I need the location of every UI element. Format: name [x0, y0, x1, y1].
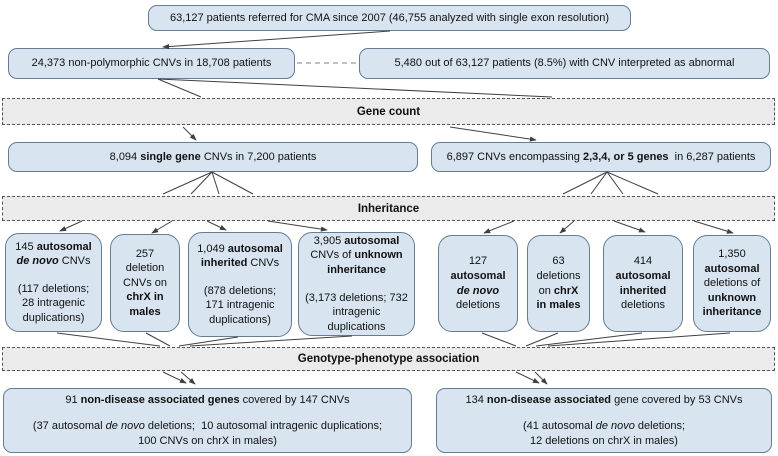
unknown-inheritance-deletions-box: 1,350 autosomal deletions of unknown inh… — [693, 235, 771, 332]
single-gene-text: 8,094 single gene CNVs in 7,200 patients — [109, 150, 317, 163]
box-sub-text: (878 deletions; 171 intragenic duplicati… — [203, 284, 280, 326]
box-main-text: 127 autosomal de novo deletions — [450, 255, 506, 312]
nondisease-genes-right-box: 134 non-disease associated gene covered … — [436, 388, 772, 453]
nondisease-genes-left-box: 91 non-disease associated genes covered … — [3, 388, 412, 453]
box-main-text: 414 autosomal inherited deletions — [615, 255, 674, 312]
chrx-deletion-cnvs-box: 257 deletion CNVs on chrX in males — [110, 234, 180, 332]
box-main-text: 91 non-disease associated genes covered … — [65, 393, 350, 406]
unknown-inheritance-cnvs-box: 3,905 autosomal CNVs of unknown inherita… — [298, 232, 415, 336]
single-gene-box: 8,094 single gene CNVs in 7,200 patients — [8, 142, 418, 172]
autosomal-denovo-cnvs-box: 145 autosomal de novo CNVs (117 deletion… — [5, 233, 102, 332]
nonpolymorphic-cnv-box: 24,373 non-polymorphic CNVs in 18,708 pa… — [8, 48, 295, 79]
gene-count-band: Gene count — [2, 98, 775, 125]
nonpolymorphic-text: 24,373 non-polymorphic CNVs in 18,708 pa… — [31, 57, 272, 70]
multigene-fanout-lines — [562, 171, 659, 195]
box-main-text: 145 autosomal de novo CNVs — [15, 240, 92, 268]
autosomal-inherited-deletions-box: 414 autosomal inherited deletions — [603, 235, 683, 332]
inheritance-band: Inheritance — [2, 196, 775, 221]
chrx-deletions-box: 63 deletions on chrX in males — [527, 235, 590, 332]
referral-to-nonpolymorphic-arrow — [162, 30, 391, 50]
box-main-text: 63 deletions on chrX in males — [536, 255, 584, 312]
box-sub-text: (41 autosomal de novo deletions; 12 dele… — [522, 420, 686, 447]
box-sub-text: (3,173 deletions; 732 intragenic duplica… — [305, 291, 411, 333]
referral-box: 63,127 patients referred for CMA since 2… — [148, 5, 631, 31]
genecount-to-row-arrows — [182, 126, 537, 142]
inheritance-label: Inheritance — [357, 202, 420, 215]
autosomal-denovo-deletions-box: 127 autosomal de novo deletions — [438, 235, 518, 332]
multi-gene-text: 6,897 CNVs encompassing 2,3,4, or 5 gene… — [446, 150, 756, 163]
genotype-to-results-arrows — [162, 371, 548, 385]
referral-text: 63,127 patients referred for CMA since 2… — [169, 11, 610, 24]
genotype-phenotype-band: Genotype-phenotype association — [2, 347, 775, 371]
box-sub-text: (117 deletions; 28 intragenic duplicatio… — [17, 282, 93, 324]
abnormal-text: 5,480 out of 63,127 patients (8.5%) with… — [394, 57, 735, 70]
abnormal-cnv-box: 5,480 out of 63,127 patients (8.5%) with… — [359, 48, 770, 79]
box-main-text: 1,049 autosomal inherited CNVs — [197, 242, 286, 270]
genotype-phenotype-label: Genotype-phenotype association — [297, 353, 480, 365]
box-main-text: 134 non-disease associated gene covered … — [465, 393, 743, 406]
singlegene-fanout-lines — [162, 171, 254, 195]
box-sub-text: (37 autosomal de novo deletions; 10 auto… — [32, 420, 383, 447]
nonpolymorphic-to-genecount-lines — [157, 78, 553, 98]
gene-count-label: Gene count — [356, 105, 421, 118]
multi-gene-box: 6,897 CNVs encompassing 2,3,4, or 5 gene… — [431, 142, 771, 172]
box-main-text: 257 deletion CNVs on chrX in males — [122, 247, 171, 318]
box-main-text: 3,905 autosomal CNVs of unknown inherita… — [310, 234, 406, 276]
autosomal-inherited-cnvs-box: 1,049 autosomal inherited CNVs (878 dele… — [188, 232, 292, 337]
box-main-text: 1,350 autosomal deletions of unknown inh… — [702, 248, 764, 319]
